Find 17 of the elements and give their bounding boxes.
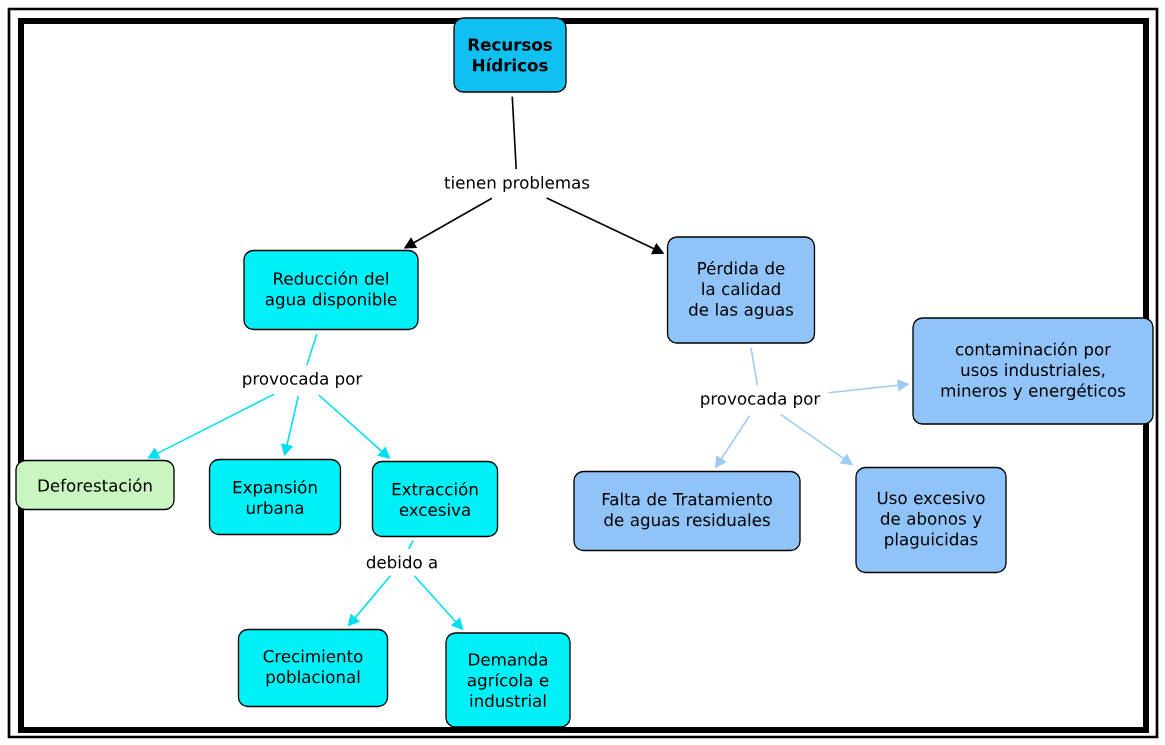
concept-box: Expansión urbana (208, 458, 342, 536)
linking-phrase: tienen problemas (444, 175, 590, 193)
concept-box: Falta de Tratamiento de aguas residuales (573, 470, 801, 552)
concept-box: Deforestación (15, 459, 175, 511)
concept-box: Uso excesivo de abonos y plaguicidas (855, 466, 1007, 574)
arrow (147, 393, 275, 459)
concept-box: Extracción excesiva (371, 460, 499, 538)
concept-box: Demanda agrícola e industrial (445, 632, 571, 728)
concept-box: Recursos Hídricos (453, 17, 567, 93)
linking-phrase: provocada por (701, 391, 821, 409)
concept-box: Crecimiento poblacional (237, 628, 389, 708)
linking-phrase: provocada por (243, 371, 363, 389)
concept-box: Reducción del agua disponible (243, 249, 419, 331)
arrow (347, 574, 392, 627)
concept-box: Pérdida de la calidad de las aguas (666, 236, 816, 344)
concept-box: contaminación por usos industriales, mineros y energéticos (912, 317, 1154, 425)
linking-phrase: debido a (366, 555, 437, 569)
